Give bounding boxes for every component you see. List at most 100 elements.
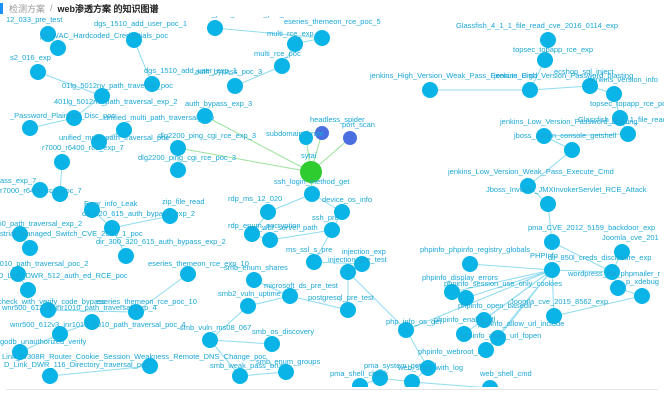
graph-node[interactable]: phpinfo_enable_dl: [434, 315, 496, 342]
graph-node[interactable]: dgs_1510_add_user_poc_1: [94, 19, 187, 48]
graph-node-circle[interactable]: [546, 308, 562, 324]
graph-node-circle[interactable]: [282, 288, 298, 304]
graph-node[interactable]: multi_rce_poc: [254, 49, 301, 74]
graph-node[interactable]: wnr500_612v3_jnr1010_2010_path_traversal…: [9, 320, 186, 342]
graph-node-circle[interactable]: [304, 186, 320, 202]
graph-node-circle[interactable]: [404, 374, 420, 387]
graph-node-circle[interactable]: [287, 36, 303, 52]
graph-node-circle[interactable]: [262, 232, 278, 248]
graph-node[interactable]: smb_os_discovery: [252, 327, 314, 352]
graph-node-circle[interactable]: [604, 264, 620, 280]
graph-node[interactable]: godb_unauthorized_verify: [0, 337, 87, 360]
graph-node-circle[interactable]: [52, 186, 68, 202]
graph-node-circle[interactable]: [300, 161, 322, 183]
graph-node-circle[interactable]: [536, 128, 552, 144]
graph-node[interactable]: 401lg_5012nv_path_traversal_exp_2: [54, 97, 177, 126]
graph-node-circle[interactable]: [606, 86, 622, 102]
graph-node[interactable]: unified_multi_path_traversal_exp: [104, 113, 214, 138]
graph-node[interactable]: device_os_info: [322, 195, 372, 220]
graph-node-circle[interactable]: [620, 126, 636, 142]
graph-node-circle[interactable]: [334, 204, 350, 220]
graph-node[interactable]: wnr500_612v3_jnr1010_path_traversal_exp_…: [1, 303, 157, 330]
graph-node[interactable]: check_with_verify_code_bypass: [0, 297, 106, 318]
graph-node-circle[interactable]: [94, 88, 110, 104]
graph-node-circle[interactable]: [544, 234, 560, 250]
graph-node-circle[interactable]: [227, 78, 243, 94]
graph-node-circle[interactable]: [422, 82, 438, 98]
graph-node[interactable]: topsec_topapp_rce_exp: [513, 45, 593, 68]
graph-node[interactable]: PHPInfo: [530, 251, 560, 278]
graph-node-circle[interactable]: [84, 314, 100, 330]
graph-node[interactable]: eseries_themeon_rce_poc_10: [96, 297, 197, 320]
graph-node[interactable]: port_scan: [342, 120, 375, 145]
graph-node-circle[interactable]: [340, 264, 356, 280]
graph-node[interactable]: phpinfo_display_errors: [422, 273, 498, 300]
graph-node-circle[interactable]: [260, 204, 276, 220]
graph-node-circle[interactable]: [40, 26, 56, 42]
graph-node[interactable]: auth_bypass_exp_3: [185, 99, 252, 124]
graph-node-circle[interactable]: [244, 226, 260, 242]
graph-node[interactable]: ssh_login_method_get: [274, 177, 350, 202]
graph-node-circle[interactable]: [564, 142, 580, 158]
graph-node[interactable]: D_Link_DWR_116_Directory_traversal_poc: [4, 360, 149, 384]
graph-node-circle[interactable]: [264, 336, 280, 352]
graph-node[interactable]: dir_850l_creds_disclosure_exp: [548, 253, 651, 280]
graph-node[interactable]: Joomla_cve_2015_8562_exp: [510, 297, 608, 324]
graph-node-circle[interactable]: [30, 64, 46, 80]
graph-node[interactable]: smb_weak_pass_brute: [210, 361, 287, 384]
breadcrumb-root-link[interactable]: 检测方案: [9, 3, 46, 14]
graph-node[interactable]: dgs_1510_add_user_exp_1: [144, 66, 237, 92]
graph-node-circle[interactable]: [462, 256, 478, 272]
graph-node[interactable]: ms_ssl_s_pre: [286, 245, 332, 270]
graph-node[interactable]: Glassfish_4_1_1_file_read_cve_2016_0114_…: [456, 21, 618, 48]
graph-node-circle[interactable]: [343, 131, 357, 145]
graph-node-circle[interactable]: [232, 368, 248, 384]
graph-node-circle[interactable]: [444, 284, 460, 300]
graph-node[interactable]: dir_620_615_auth_bypass_exp_2: [82, 209, 195, 236]
graph-node[interactable]: phpinfo_open_basedir: [458, 301, 533, 328]
graph-node[interactable]: microsoft_ds_pre_test: [264, 281, 339, 304]
graph-node-circle[interactable]: [354, 256, 370, 272]
graph-node-circle[interactable]: [52, 326, 68, 342]
graph-node-circle[interactable]: [278, 364, 294, 380]
graph-node-circle[interactable]: [66, 110, 82, 126]
graph-node-circle[interactable]: [458, 290, 474, 306]
graph-node-circle[interactable]: [612, 110, 628, 126]
graph-node[interactable]: web_shell_with_log: [397, 363, 463, 387]
graph-node[interactable]: 01lg_5012nv_path_traversal_poc: [62, 81, 173, 104]
graph-node-circle[interactable]: [614, 244, 630, 260]
graph-node-circle[interactable]: [180, 266, 196, 282]
graph-node[interactable]: eseries_themeon_rce_exp_10: [148, 259, 249, 282]
graph-node[interactable]: web_shell_cmd: [479, 369, 532, 387]
graph-node-circle[interactable]: [118, 248, 134, 264]
graph-node-circle[interactable]: [116, 122, 132, 138]
knowledge-graph-svg[interactable]: 12_033_pre_testdgs_1510_add_user_poc_1n1…: [0, 16, 664, 387]
graph-node[interactable]: topsec_topapp_rce_poc: [590, 99, 664, 126]
graph-node[interactable]: D_Link_DWR_512_auth_ed_RCE_poc: [0, 271, 128, 298]
graph-node[interactable]: Glassfish_4_1_1_file_read: [578, 115, 664, 142]
graph-node[interactable]: auth_bypass_poc_3: [195, 67, 262, 94]
graph-node-circle[interactable]: [476, 312, 492, 328]
graph-node[interactable]: phpinfo_allow_url_include: [478, 319, 564, 346]
graph-node[interactable]: smb_vuln_ms08_067: [180, 323, 251, 348]
graph-node[interactable]: subdomain_brute: [266, 129, 324, 145]
graph-node[interactable]: r7000_r6400_rce_poc_7: [0, 186, 82, 202]
graph-node-circle[interactable]: [91, 134, 107, 150]
graph-node-circle[interactable]: [32, 182, 48, 198]
graph-node-circle[interactable]: [634, 288, 650, 304]
graph-node-circle[interactable]: [544, 262, 560, 278]
graph-node-circle[interactable]: [10, 266, 26, 282]
graph-node-circle[interactable]: [482, 380, 498, 387]
graph-node[interactable]: Link_W308R_Router_Cookie_Session_Weaknes…: [2, 352, 266, 374]
graph-node[interactable]: jenkins_version_info: [589, 75, 658, 102]
graph-node[interactable]: pma_system_getshell: [364, 361, 437, 386]
graph-node-circle[interactable]: [202, 332, 218, 348]
graph-node[interactable]: phpinfo_webroot_leak: [418, 347, 492, 376]
graph-node[interactable]: dlg2200_ping_cgi_rce_poc_3: [138, 153, 236, 178]
graph-node-circle[interactable]: [207, 20, 223, 36]
graph-node[interactable]: Error_info_Leak: [84, 199, 138, 218]
graph-node[interactable]: ssh_pre: [312, 213, 340, 238]
graph-node-circle[interactable]: [104, 220, 120, 236]
graph-node-circle[interactable]: [420, 360, 436, 376]
graph-node-circle[interactable]: [240, 298, 256, 314]
